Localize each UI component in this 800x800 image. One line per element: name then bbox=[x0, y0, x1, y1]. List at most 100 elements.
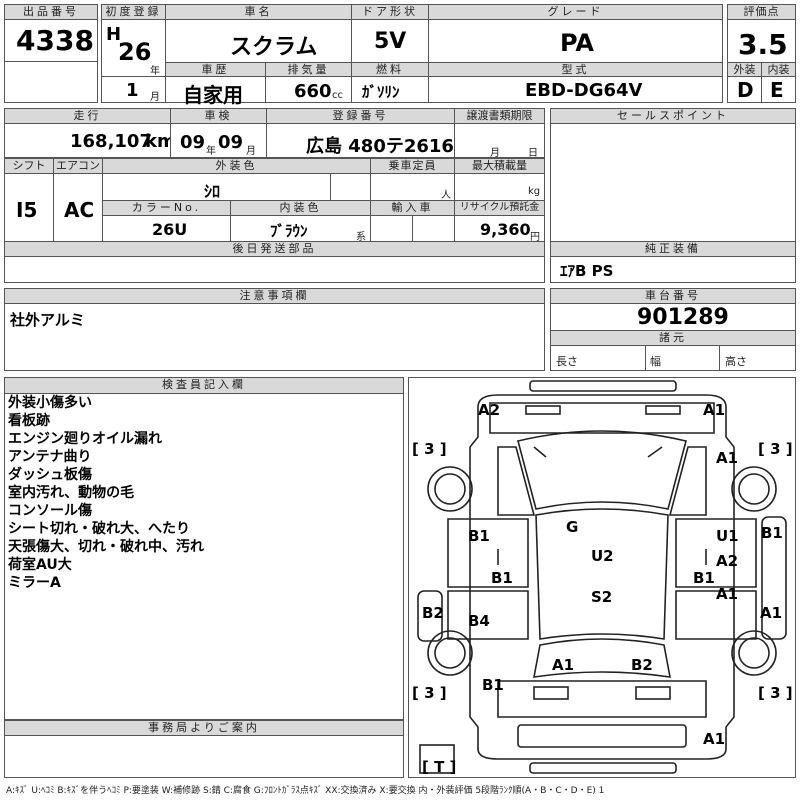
max-load-unit: kg bbox=[528, 186, 541, 197]
damage-mark: A1 bbox=[703, 401, 726, 419]
aircon: AC bbox=[64, 198, 95, 222]
inspector-line: 荷室AU大 bbox=[8, 557, 72, 573]
inspector-label: 検査員記入欄 bbox=[4, 377, 404, 394]
fuel-box bbox=[351, 76, 429, 103]
inspector-line: シート切れ・破れ大、へたり bbox=[8, 521, 190, 537]
chassis: 901289 bbox=[637, 305, 729, 330]
exterior-grade-label: 外装 bbox=[727, 62, 762, 77]
import-divider bbox=[412, 215, 413, 242]
damage-mark: B1 bbox=[468, 527, 490, 545]
car-diagram bbox=[417, 380, 787, 774]
damage-mark: B2 bbox=[422, 604, 444, 622]
inspector-line: 外装小傷多い bbox=[8, 395, 92, 411]
ext-color: ｼﾛ bbox=[204, 182, 221, 201]
specs-label: 諸元 bbox=[550, 330, 796, 346]
inspection-month: 09 bbox=[218, 132, 244, 153]
ext-color-box bbox=[102, 173, 371, 201]
later-parts-box bbox=[4, 256, 545, 283]
inspector-line: アンテナ曲り bbox=[8, 449, 92, 465]
damage-mark: A1 bbox=[552, 656, 575, 674]
sales-point-label: セールスポイント bbox=[550, 108, 796, 124]
history-box bbox=[165, 76, 266, 103]
damage-mark: B1 bbox=[761, 524, 783, 542]
inspector-line: ダッシュ板傷 bbox=[8, 467, 92, 483]
damage-mark: G bbox=[566, 518, 579, 536]
int-color-label: 内装色 bbox=[230, 200, 371, 216]
lot-empty-box bbox=[4, 61, 98, 103]
tire-mark-front-right: [ 3 ] bbox=[758, 440, 793, 458]
exterior-grade-box bbox=[727, 76, 762, 103]
lot-number: 4338 bbox=[16, 24, 94, 57]
lot-box bbox=[4, 19, 98, 62]
score: 3.5 bbox=[738, 28, 788, 61]
inspector-line: 室内汚れ、動物の毛 bbox=[8, 485, 135, 501]
notes-label: 注意事項欄 bbox=[4, 288, 545, 304]
first-reg-era: H bbox=[106, 24, 122, 45]
first-reg-box bbox=[101, 19, 166, 103]
displacement-label: 排気量 bbox=[265, 62, 352, 77]
aircon-box bbox=[53, 173, 103, 242]
inspector-box bbox=[4, 393, 404, 720]
office-label: 事務局よりご案内 bbox=[4, 720, 404, 736]
model: EBD-DG64V bbox=[525, 80, 643, 101]
recycle: 9,360 bbox=[480, 220, 531, 239]
first-reg-year-unit: 年 bbox=[150, 66, 160, 77]
transfer-doc-day: 日 bbox=[528, 148, 538, 159]
history: 自家用 bbox=[183, 83, 243, 107]
model-box bbox=[428, 76, 723, 103]
transfer-doc-box bbox=[454, 123, 545, 158]
first-reg-label: 初度登録 bbox=[101, 4, 166, 20]
recycle-label: リサイクル預託金 bbox=[454, 200, 545, 216]
recycle-box bbox=[454, 215, 545, 242]
fuel-label: 燃料 bbox=[351, 62, 429, 77]
tire-mark-rear-left: [ 3 ] bbox=[412, 684, 447, 702]
first-reg-month: 1 bbox=[126, 80, 139, 101]
capacity-label: 乗車定員 bbox=[370, 158, 455, 174]
inspection-year-unit: 年 bbox=[206, 146, 216, 157]
int-color-unit: 系 bbox=[356, 232, 366, 243]
damage-mark: B1 bbox=[491, 569, 513, 587]
specs-height: 高さ bbox=[725, 355, 747, 368]
color-no-label: カラーNo. bbox=[102, 200, 231, 216]
plate-label: 登録番号 bbox=[266, 108, 455, 124]
transfer-doc-month: 月 bbox=[490, 148, 500, 159]
damage-mark: B4 bbox=[468, 612, 490, 630]
aircon-label: エアコン bbox=[53, 158, 103, 174]
int-color-box bbox=[230, 215, 371, 242]
capacity-unit: 人 bbox=[441, 190, 451, 201]
equipment: ｴｱB PS bbox=[560, 262, 614, 280]
exterior-grade: D bbox=[737, 78, 754, 102]
grade-label: グレード bbox=[428, 4, 723, 20]
displacement: 660 bbox=[294, 81, 332, 102]
inspector-line: コンソール傷 bbox=[8, 503, 92, 519]
mileage: 168,107 bbox=[70, 131, 152, 152]
specs-divider-1 bbox=[645, 345, 646, 371]
notes: 社外アルミ bbox=[10, 311, 85, 329]
damage-mark: U2 bbox=[591, 547, 614, 565]
displacement-box bbox=[265, 76, 352, 103]
specs-width: 幅 bbox=[650, 355, 661, 368]
inspector-line: 看板跡 bbox=[8, 413, 50, 429]
car-name-label: 車名 bbox=[165, 4, 352, 20]
interior-grade: E bbox=[770, 78, 784, 102]
damage-mark: B1 bbox=[693, 569, 715, 587]
history-label: 車歴 bbox=[165, 62, 266, 77]
chassis-label: 車台番号 bbox=[550, 288, 796, 304]
score-label: 評価点 bbox=[727, 4, 796, 20]
damage-mark: B1 bbox=[482, 676, 504, 694]
transfer-doc-label: 譲渡書類期限 bbox=[454, 108, 545, 124]
interior-grade-box bbox=[761, 76, 796, 103]
damage-mark: S2 bbox=[591, 588, 613, 606]
import-label: 輸入車 bbox=[370, 200, 455, 216]
damage-mark: U1 bbox=[716, 527, 739, 545]
inspector-line: 天張傷大、切れ・破れ中、汚れ bbox=[8, 539, 204, 555]
fuel: ｶﾞｿﾘﾝ bbox=[362, 83, 400, 101]
inspection-year: 09 bbox=[180, 132, 206, 153]
score-box bbox=[727, 19, 796, 63]
notes-box bbox=[4, 303, 545, 371]
displacement-unit: cc bbox=[332, 90, 343, 101]
car-name: スクラム bbox=[230, 35, 318, 60]
int-color: ﾌﾞﾗｳﾝ bbox=[270, 222, 308, 240]
inspection-label: 車検 bbox=[170, 108, 267, 124]
specs-divider-2 bbox=[719, 345, 720, 371]
